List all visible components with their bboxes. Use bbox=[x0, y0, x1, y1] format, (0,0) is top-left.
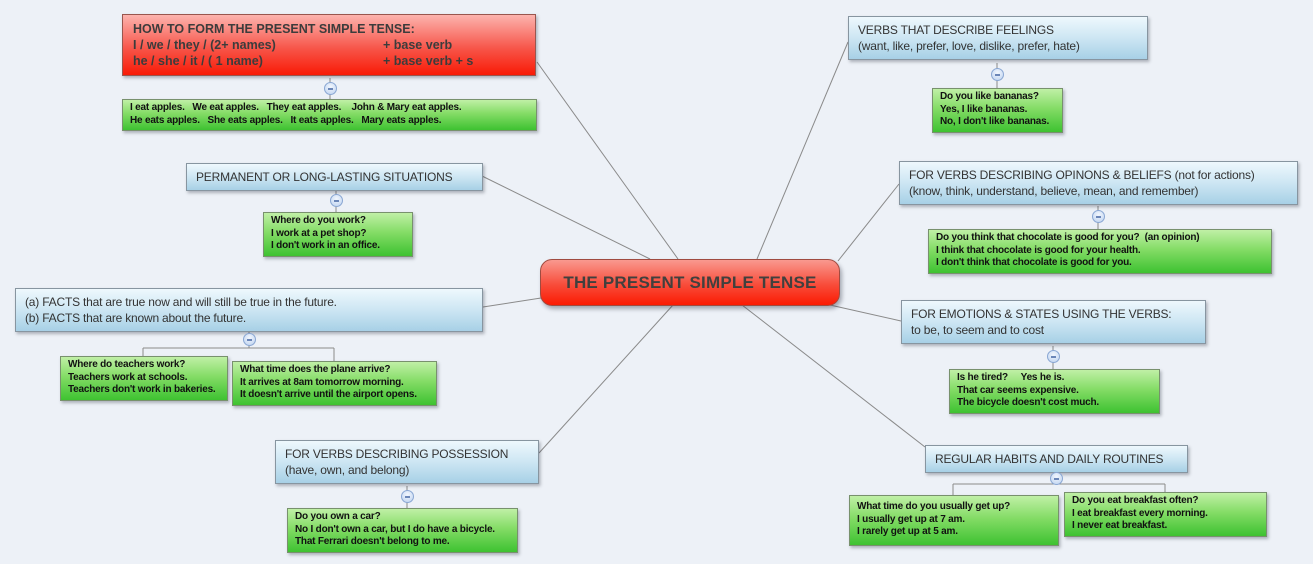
example-line: Teachers don't work in bakeries. bbox=[68, 384, 216, 395]
node-feelings-examples[interactable]: Do you like bananas? Yes, I like bananas… bbox=[932, 88, 1063, 133]
node-central-topic[interactable]: THE PRESENT SIMPLE TENSE bbox=[540, 259, 840, 306]
rule-title: HOW TO FORM THE PRESENT SIMPLE TENSE: bbox=[133, 22, 415, 36]
topic-title: VERBS THAT DESCRIBE FEELINGS bbox=[858, 23, 1054, 37]
example-line: No, I don't like bananas. bbox=[940, 116, 1050, 127]
collapse-icon[interactable] bbox=[1047, 350, 1060, 363]
topic-line: (a) FACTS that are true now and will sti… bbox=[25, 295, 337, 309]
topic-title: PERMANENT OR LONG-LASTING SITUATIONS bbox=[196, 170, 453, 184]
example-line: I don't work in an office. bbox=[271, 240, 380, 251]
example-line: The bicycle doesn't cost much. bbox=[957, 397, 1099, 408]
node-possession-examples[interactable]: Do you own a car? No I don't own a car, … bbox=[287, 508, 518, 553]
node-possession[interactable]: FOR VERBS DESCRIBING POSSESSION (have, o… bbox=[275, 440, 539, 484]
collapse-icon[interactable] bbox=[1092, 210, 1105, 223]
example-line: It doesn't arrive until the airport open… bbox=[240, 389, 417, 400]
node-permanent-examples[interactable]: Where do you work? I work at a pet shop?… bbox=[263, 212, 413, 257]
example-line: I eat breakfast every morning. bbox=[1072, 507, 1208, 519]
example-line: That Ferrari doesn't belong to me. bbox=[295, 536, 450, 547]
node-how-to-form[interactable]: HOW TO FORM THE PRESENT SIMPLE TENSE: I … bbox=[122, 14, 536, 76]
topic-subtitle: (want, like, prefer, love, dislike, pref… bbox=[858, 39, 1080, 53]
example-line: Do you own a car? bbox=[295, 511, 381, 522]
example-line: I never eat breakfast. bbox=[1072, 520, 1168, 531]
example-line: Is he tired? Yes he is. bbox=[957, 372, 1065, 383]
example-line: Do you think that chocolate is good for … bbox=[936, 232, 1200, 243]
topic-title: FOR VERBS DESCRIBING OPINONS & BELIEFS (… bbox=[909, 168, 1255, 182]
example-line: Yes, I like bananas. bbox=[940, 103, 1028, 115]
node-habits-routines[interactable]: REGULAR HABITS AND DAILY ROUTINES bbox=[925, 445, 1188, 473]
example-line: Do you like bananas? bbox=[940, 91, 1039, 102]
node-opinions-examples[interactable]: Do you think that chocolate is good for … bbox=[928, 229, 1272, 274]
rule-verb-singular: + base verb + s bbox=[383, 54, 474, 68]
collapse-icon[interactable] bbox=[401, 490, 414, 503]
node-facts[interactable]: (a) FACTS that are true now and will sti… bbox=[15, 288, 483, 332]
node-emotions-examples[interactable]: Is he tired? Yes he is. That car seems e… bbox=[949, 369, 1160, 414]
example-line: No I don't own a car, but I do have a bi… bbox=[295, 523, 495, 535]
example-line: I usually get up at 7 am. bbox=[857, 513, 965, 525]
rule-subjects-plural: I / we / they / (2+ names) bbox=[133, 38, 276, 52]
node-opinions-beliefs[interactable]: FOR VERBS DESCRIBING OPINONS & BELIEFS (… bbox=[899, 161, 1298, 205]
example-line: I think that chocolate is good for your … bbox=[936, 244, 1141, 256]
rule-verb-plural: + base verb bbox=[383, 38, 453, 52]
topic-line: (b) FACTS that are known about the futur… bbox=[25, 311, 247, 325]
node-habits-examples-b[interactable]: Do you eat breakfast often? I eat breakf… bbox=[1064, 492, 1267, 537]
rule-subjects-singular: he / she / it / ( 1 name) bbox=[133, 54, 263, 68]
example-line: Where do teachers work? bbox=[68, 359, 186, 370]
collapse-icon[interactable] bbox=[324, 82, 337, 95]
central-topic-label: THE PRESENT SIMPLE TENSE bbox=[563, 272, 817, 292]
topic-subtitle: (know, think, understand, believe, mean,… bbox=[909, 184, 1199, 198]
node-facts-examples-b[interactable]: What time does the plane arrive? It arri… bbox=[232, 361, 437, 406]
example-line: I don't think that chocolate is good for… bbox=[936, 257, 1132, 268]
example-line: That car seems expensive. bbox=[957, 384, 1079, 396]
example-line: Do you eat breakfast often? bbox=[1072, 495, 1199, 506]
collapse-icon[interactable] bbox=[1050, 472, 1063, 485]
topic-title: FOR VERBS DESCRIBING POSSESSION bbox=[285, 447, 509, 461]
example-line: What time do you usually get up? bbox=[857, 501, 1011, 512]
node-facts-examples-a[interactable]: Where do teachers work? Teachers work at… bbox=[60, 356, 228, 401]
node-permanent-situations[interactable]: PERMANENT OR LONG-LASTING SITUATIONS bbox=[186, 163, 483, 191]
collapse-icon[interactable] bbox=[330, 194, 343, 207]
topic-subtitle: to be, to seem and to cost bbox=[911, 323, 1044, 337]
topic-title: FOR EMOTIONS & STATES USING THE VERBS: bbox=[911, 307, 1172, 321]
example-line: Teachers work at schools. bbox=[68, 371, 188, 383]
node-form-examples[interactable]: I eat apples. We eat apples. They eat ap… bbox=[122, 99, 537, 131]
example-line: What time does the plane arrive? bbox=[240, 364, 391, 375]
example-line: Where do you work? bbox=[271, 215, 366, 226]
example-line: He eats apples. She eats apples. It eats… bbox=[130, 114, 442, 126]
node-emotions-states[interactable]: FOR EMOTIONS & STATES USING THE VERBS: t… bbox=[901, 300, 1206, 344]
rule-row-plural: I / we / they / (2+ names) + base verb bbox=[133, 37, 525, 53]
node-habits-examples-a[interactable]: What time do you usually get up? I usual… bbox=[849, 495, 1059, 546]
example-line: I eat apples. We eat apples. They eat ap… bbox=[130, 102, 462, 113]
example-line: I work at a pet shop? bbox=[271, 227, 367, 239]
example-line: It arrives at 8am tomorrow morning. bbox=[240, 376, 404, 388]
example-line: I rarely get up at 5 am. bbox=[857, 526, 958, 537]
collapse-icon[interactable] bbox=[991, 68, 1004, 81]
node-feelings[interactable]: VERBS THAT DESCRIBE FEELINGS (want, like… bbox=[848, 16, 1148, 60]
topic-title: REGULAR HABITS AND DAILY ROUTINES bbox=[935, 452, 1164, 466]
rule-row-singular: he / she / it / ( 1 name) + base verb + … bbox=[133, 53, 525, 69]
topic-subtitle: (have, own, and belong) bbox=[285, 463, 410, 477]
collapse-icon[interactable] bbox=[243, 333, 256, 346]
